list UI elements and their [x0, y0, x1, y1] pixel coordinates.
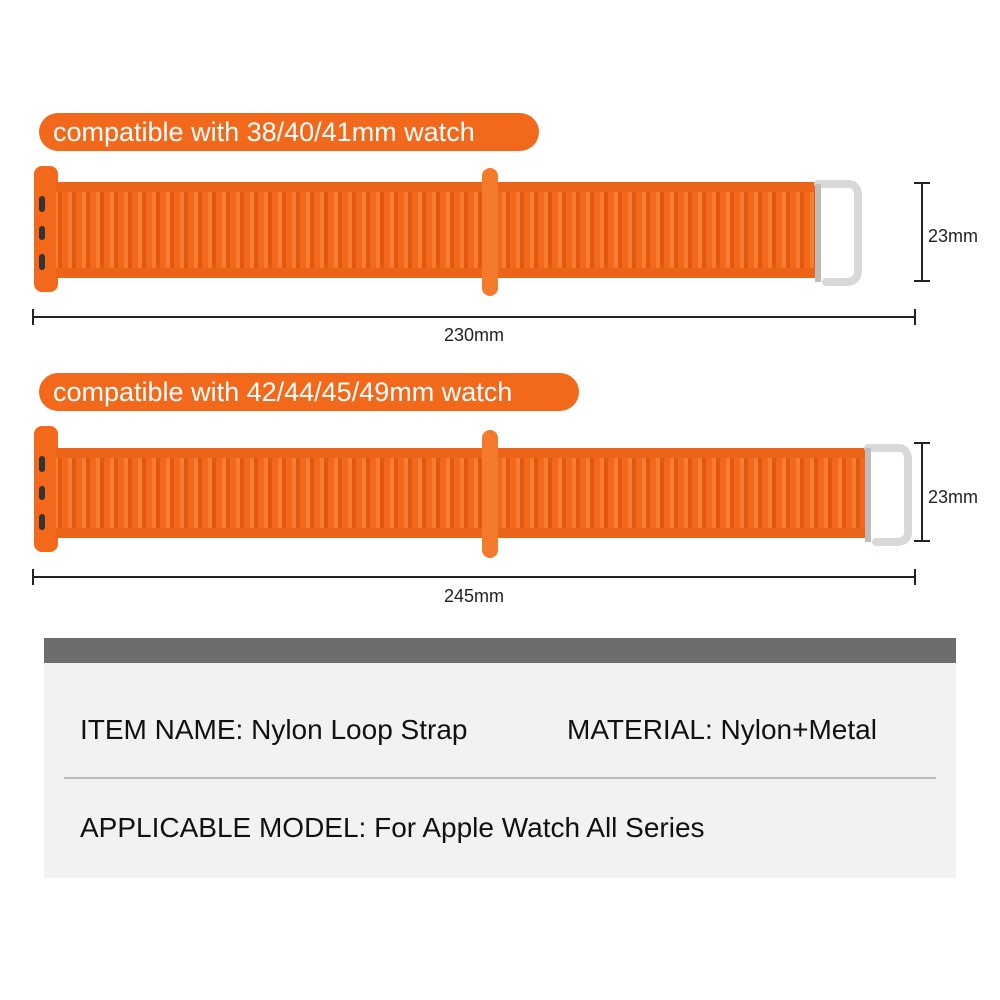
length-dimension-large [32, 569, 916, 585]
applicable-model-text: APPLICABLE MODEL: For Apple Watch All Se… [80, 812, 705, 843]
strap-image-small [0, 160, 1000, 300]
width-label-small: 23mm [928, 226, 979, 246]
strap-illustration-small [34, 166, 862, 296]
connector-lug [34, 166, 58, 292]
spec-divider [64, 777, 936, 779]
metal-hook [864, 444, 912, 546]
connector-lug [34, 426, 58, 552]
item-name-text: ITEM NAME: Nylon Loop Strap [80, 714, 468, 745]
strap-image-large [0, 420, 1000, 560]
width-dimension-large [914, 442, 930, 542]
compat-label-small: compatible with 38/40/41mm watch [39, 113, 539, 151]
length-dimension-small [32, 309, 916, 325]
strap-illustration-large [34, 426, 912, 558]
compat-label-large: compatible with 42/44/45/49mm watch [39, 373, 579, 411]
width-dimension-small [914, 182, 930, 282]
spec-panel-header-bar [44, 638, 956, 663]
band-body [56, 448, 870, 538]
spec-panel: ITEM NAME: Nylon Loop Strap MATERIAL: Ny… [44, 638, 956, 878]
material-text: MATERIAL: Nylon+Metal [567, 714, 877, 745]
length-label-small: 230mm [443, 325, 505, 345]
width-label-large: 23mm [928, 487, 979, 507]
band-keeper [482, 168, 498, 296]
band-body [56, 182, 820, 278]
band-keeper [482, 430, 498, 558]
length-label-large: 245mm [443, 586, 505, 606]
metal-hook [814, 180, 862, 286]
